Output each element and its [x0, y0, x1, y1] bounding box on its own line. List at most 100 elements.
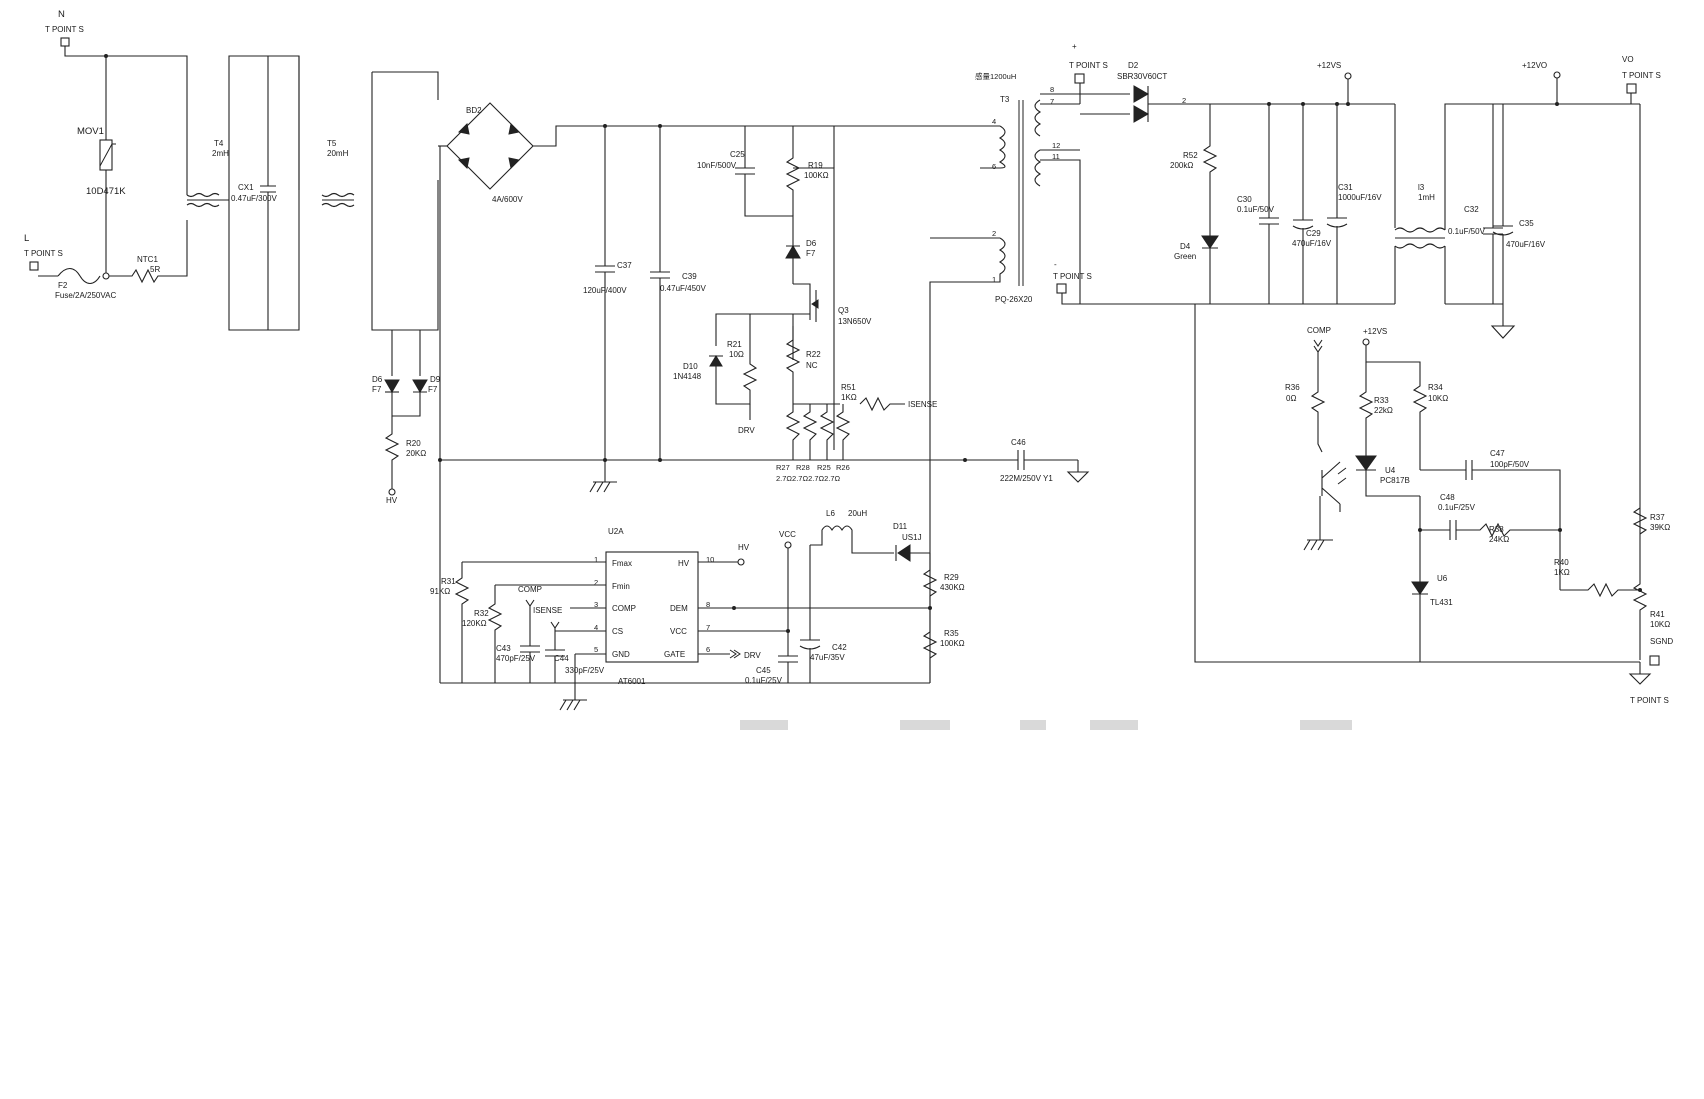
u6-value: TL431: [1430, 598, 1453, 607]
bulk-capacitors: C37 120uF/400V C39 0.47uF/450V: [583, 124, 706, 460]
pin-num-2: 2: [594, 578, 598, 587]
c25-value: 10nF/500V: [697, 161, 737, 170]
d11-label: D11: [893, 522, 908, 531]
c30-label: C30: [1237, 195, 1252, 204]
vo-label: VO: [1622, 55, 1634, 64]
c47-label: C47: [1490, 449, 1505, 458]
f2-value: Fuse/2A/250VAC: [55, 291, 116, 300]
emi-filter-section: T4 2mH CX1 0.47uF/300V T5 20mH: [186, 55, 439, 331]
tpoint-plus-terminal[interactable]: [1074, 73, 1085, 84]
q3-value: 13N650V: [838, 317, 872, 326]
t5-value: 20mH: [327, 149, 349, 158]
transformer-t3: 感量1200uH T3 4 6 2 1 8 7 12 11 PQ-26X20: [833, 71, 1081, 683]
bridge-rectifier-bd2: BD2 4A/600V: [438, 102, 1000, 204]
tpoint-plus-label: T POINT S: [1069, 61, 1108, 70]
output-ground-symbol: [1490, 304, 1516, 339]
u2a-part-label: AT6001: [618, 677, 646, 686]
d10-value: 1N4148: [673, 372, 702, 381]
pin-num-6: 6: [706, 645, 710, 654]
t4-label: T4: [214, 139, 224, 148]
t5-winding-top: [321, 192, 355, 198]
r37-value: 39KΩ: [1650, 523, 1670, 532]
f2-label: F2: [58, 281, 68, 290]
pin1-label: 1: [992, 275, 996, 284]
cx1-value: 0.47uF/300V: [231, 194, 277, 203]
comp-ic-label: COMP: [518, 585, 542, 594]
r52-label: R52: [1183, 151, 1198, 160]
pin12-label: 12: [1052, 141, 1060, 150]
tpoint-sgnd-terminal[interactable]: [1649, 655, 1660, 666]
c45-label: C45: [756, 666, 771, 675]
r51-value: 1KΩ: [841, 393, 857, 402]
ic-pin-cs: CS: [612, 627, 623, 636]
rcd-snubber: C25 10nF/500V R19 100KΩ D6 F7: [697, 126, 835, 450]
pin-num-8: 8: [706, 600, 710, 609]
rsense-values: 2.7Ω2.7Ω2.7Ω2.7Ω: [776, 474, 841, 483]
controller-u2a: U2A Fmax Fmin COMP CS GND HV DEM VCC GAT…: [430, 509, 965, 711]
hv-left-label: HV: [386, 496, 398, 505]
tpoint-vo-terminal[interactable]: [1626, 83, 1637, 94]
r19-label: R19: [808, 161, 823, 170]
c44-label: C44: [554, 654, 569, 663]
r37-label: R37: [1650, 513, 1665, 522]
r33-value: 22kΩ: [1374, 406, 1393, 415]
t3-core-label: PQ-26X20: [995, 295, 1033, 304]
l3-value: 1mH: [1418, 193, 1435, 202]
r22-value: NC: [806, 361, 818, 370]
c31-value: 1000uF/16V: [1338, 193, 1382, 202]
r29-label: R29: [944, 573, 959, 582]
c29-value: 470uF/16V: [1292, 239, 1332, 248]
q3-label: Q3: [838, 306, 849, 315]
primary-ground-bus: C46 222M/250V Y1 D6 F7 D9 F7 R20 20KΩ HV: [372, 146, 1090, 683]
tl431-shunt-reference: [1411, 581, 1429, 595]
t3-label: T3: [1000, 95, 1010, 104]
inductance-note: 感量1200uH: [975, 71, 1016, 81]
pin-num-10: 10: [706, 555, 714, 564]
r26-label: R26: [836, 463, 850, 472]
t5-label: T5: [327, 139, 337, 148]
tpoint-n-terminal[interactable]: [60, 37, 70, 47]
c46-value: 222M/250V Y1: [1000, 474, 1053, 483]
at6001-ic: [605, 551, 699, 663]
c35-capacitor: [1492, 104, 1514, 304]
feedback-section: COMP R36 0Ω +12VS R34 10KΩ R33 22kΩ U4 P…: [1285, 326, 1673, 705]
r51-label: R51: [841, 383, 856, 392]
c37-capacitor: [595, 126, 615, 460]
pin6-label: 6: [992, 162, 996, 171]
opto-ground-symbol: [1303, 496, 1333, 551]
tpoint-minus-terminal[interactable]: [1056, 283, 1067, 294]
c37-value: 120uF/400V: [583, 286, 627, 295]
ic-pin-dem: DEM: [670, 604, 688, 613]
d2-pin2: 2: [1182, 96, 1186, 105]
pin7-label: 7: [1050, 97, 1054, 106]
sgnd-label: SGND: [1650, 637, 1673, 646]
r33-label: R33: [1374, 396, 1389, 405]
r32-label: R32: [474, 609, 489, 618]
ic-pin-comp: COMP: [612, 604, 636, 613]
r34-label: R34: [1428, 383, 1443, 392]
vcc-net-label: VCC: [779, 530, 796, 539]
t4-winding-top: [186, 192, 220, 198]
pin-num-1: 1: [594, 555, 598, 564]
secondary-output-section: + T POINT S D2 SBR30V60CT 2 +12VS R52 20…: [1053, 42, 1661, 663]
r35-value: 100KΩ: [940, 639, 965, 648]
r36-value: 0Ω: [1286, 394, 1296, 403]
pc817-led: [1355, 455, 1377, 471]
tpoint-l-terminal[interactable]: [29, 261, 39, 271]
d6a-label: D6: [372, 375, 383, 384]
fuse-f2: [57, 267, 101, 285]
mov1-value: 10D471K: [86, 186, 126, 197]
ic-pin-hv: HV: [678, 559, 690, 568]
c42-label: C42: [832, 643, 847, 652]
r35-label: R35: [944, 629, 959, 638]
d11-diode: [897, 544, 911, 562]
cx1-capacitor: [260, 56, 276, 330]
input-section: N T POINT S MOV1 10D471K L T POINT S F2 …: [24, 9, 188, 300]
ic-pin-vcc: VCC: [670, 627, 687, 636]
watermark-artifacts: [740, 720, 1352, 730]
r41-label: R41: [1650, 610, 1665, 619]
cx1-label: CX1: [238, 183, 254, 192]
tpoint-n-label: T POINT S: [45, 25, 84, 34]
ic-pin-fmax: Fmax: [612, 559, 632, 568]
c32-capacitor: [1483, 104, 1503, 304]
